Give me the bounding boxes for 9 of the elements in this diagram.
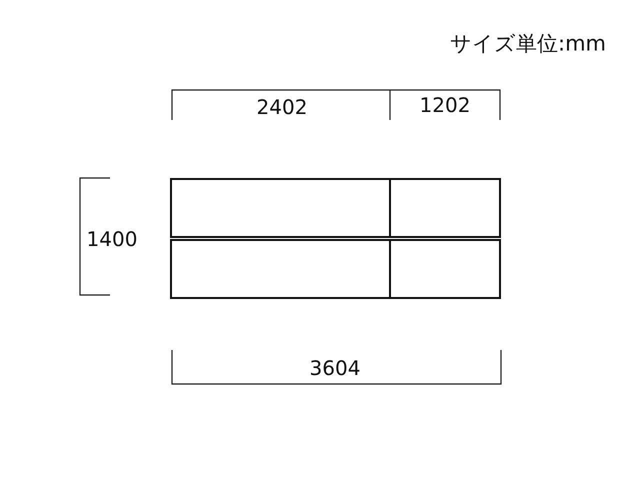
dimension-label: 1202 bbox=[420, 95, 470, 115]
dimension-label: 2402 bbox=[256, 97, 308, 117]
dimension-label: 3604 bbox=[310, 358, 360, 378]
panel-rectangle bbox=[170, 178, 391, 238]
unit-note: サイズ単位:mm bbox=[450, 34, 606, 54]
panel-rectangle bbox=[389, 178, 501, 238]
panel-rectangle bbox=[389, 239, 501, 299]
panel-rectangle bbox=[170, 239, 391, 299]
dimension-label: 1400 bbox=[86, 229, 138, 249]
